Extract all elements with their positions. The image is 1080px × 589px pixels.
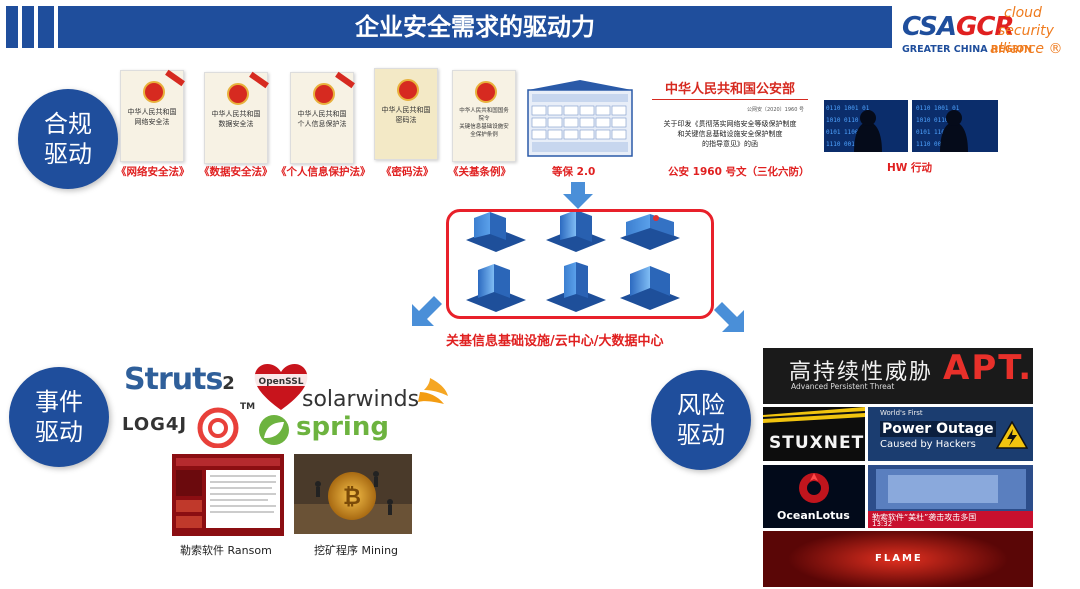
logo-cloud: cloud: [1004, 5, 1042, 21]
apt-title: 高持续性威胁: [789, 360, 934, 385]
law-book-datasecurity: 中华人民共和国 数据安全法: [204, 71, 269, 164]
risk-driver-circle: 风险 驱动: [651, 370, 751, 470]
power-outage-panel: World's First Power Outage Caused by Hac…: [868, 407, 1033, 461]
oceanlotus-title: OceanLotus: [777, 509, 850, 522]
power-title: Power Outage: [880, 421, 996, 437]
apt-big: APT.: [943, 348, 1033, 388]
center-label: 关基信息基础设施/云中心/大数据中心: [446, 334, 664, 349]
down-arrow: [563, 182, 593, 209]
mining-image: ₿: [294, 454, 412, 534]
logo-sub-prefix: GREATER CHINA: [902, 44, 991, 55]
flame-title: FLAME: [875, 553, 923, 564]
news-panel: 勒索软件“美杜”袭击攻击多国 13:32: [868, 465, 1033, 528]
oceanlotus-panel: OceanLotus: [763, 465, 865, 528]
svg-text:0101 1100 01: 0101 1100 01: [916, 129, 960, 136]
gongan-label: 公安 1960 号文（三化六防）: [668, 166, 810, 178]
arrow-from-right: [714, 302, 744, 332]
law-book-cii: 中华人民共和国国务院令 关键信息基础设施安全保护条例: [452, 70, 516, 162]
apt-panel: 高持续性威胁 APT. Advanced Persistent Threat: [763, 348, 1033, 404]
ransomware-screenshot: [172, 454, 284, 536]
law-book-cybersecurity: 中华人民共和国 网络安全法: [120, 69, 185, 162]
law-book-pipl: 中华人民共和国 个人信息保护法: [290, 71, 355, 164]
struts-logo: Struts2: [124, 362, 235, 397]
log4j-feather-icon: [197, 407, 239, 448]
svg-text:1110 0011 01: 1110 0011 01: [826, 141, 870, 148]
svg-text:1010 0110 10: 1010 0110 10: [826, 117, 870, 124]
law-label-pipl: 《个人信息保护法》: [276, 166, 371, 178]
law-label-crypto: 《密码法》: [381, 166, 434, 178]
gongan-text: 关于印发《贯彻落实网络安全等级保护制度 和关键信息基础设施安全保护制度 的指导意…: [663, 120, 797, 148]
apt-sub: Advanced Persistent Threat: [791, 382, 895, 391]
header-accent-1: [6, 6, 18, 48]
gongan-document: 中华人民共和国公安部 公网安〔2020〕1960 号 关于印发《贯彻落实网络安全…: [648, 78, 812, 158]
spring-leaf-icon: [259, 415, 289, 445]
power-sub: Caused by Hackers: [880, 439, 976, 450]
dengbao-label: 等保 2.0: [552, 166, 596, 178]
trademark: TM: [240, 402, 256, 412]
news-time: 13:32: [872, 520, 893, 528]
svg-text:0101 1100 01: 0101 1100 01: [826, 129, 870, 136]
dengbao-diagram: [527, 80, 633, 157]
stuxnet-panel: STUXNET: [763, 407, 865, 461]
datacenter-buildings: [466, 212, 680, 312]
logo-csa: CSA: [902, 12, 957, 42]
spring-logo: spring: [296, 412, 389, 442]
log4j-logo: LOG4J: [122, 414, 188, 435]
law-label-datasecurity: 《数据安全法》: [199, 166, 273, 178]
svg-text:1010 0110 10: 1010 0110 10: [916, 117, 960, 124]
csa-gcr-logo: CSAGCR cloud security alliance ® GREATER C…: [896, 4, 1076, 60]
event-driver-circle: 事件 驱动: [9, 367, 109, 467]
oceanlotus-icon: [799, 473, 829, 503]
openssl-heartbleed-logo: OpenSSL: [254, 363, 308, 410]
news-ticker: 勒索软件“美杜”袭击攻击多国: [872, 513, 977, 522]
header-accent-2: [22, 6, 34, 48]
power-top: World's First: [880, 409, 923, 417]
cii-datacenter-box: [446, 209, 714, 319]
ransom-caption: 勒索软件 Ransom: [180, 544, 272, 557]
logo-gcr: GCR: [956, 12, 1014, 42]
logo-security: security: [998, 23, 1054, 39]
mining-caption: 挖矿程序 Mining: [314, 544, 399, 557]
law-label-cybersecurity: 《网络安全法》: [116, 166, 190, 178]
gongan-docno: 公网安〔2020〕1960 号: [746, 107, 804, 113]
logo-alliance: alliance ®: [990, 41, 1063, 57]
svg-text:0110 1001 01: 0110 1001 01: [916, 105, 960, 112]
header-accent-3: [38, 6, 54, 48]
stuxnet-title: STUXNET: [769, 433, 865, 453]
svg-text:1110 0011 01: 1110 0011 01: [916, 141, 960, 148]
law-book-crypto: 中华人民共和国 密码法: [374, 68, 438, 160]
gongan-title: 中华人民共和国公安部: [664, 82, 795, 97]
flame-panel: FLAME: [763, 531, 1033, 587]
svg-text:OpenSSL: OpenSSL: [259, 377, 304, 387]
svg-text:0110 1001 01: 0110 1001 01: [826, 105, 870, 112]
high-voltage-icon: [996, 421, 1028, 449]
arrow-from-left: [412, 296, 442, 326]
hw-hacker-images: 0110 1001 01 1010 0110 10 0101 1100 01 1110…: [824, 100, 998, 152]
hw-label: HW 行动: [887, 162, 933, 174]
compliance-driver-circle: 合规 驱动: [18, 89, 118, 189]
law-label-cii: 《关基条例》: [448, 166, 511, 178]
solarwinds-logo: solarwinds: [302, 378, 448, 410]
page-title: 企业安全需求的驱动力: [58, 6, 892, 48]
svg-text:₿: ₿: [343, 485, 361, 510]
logo-sub-suffix: REGION: [990, 44, 1033, 55]
svg-text:solarwinds: solarwinds: [302, 387, 419, 410]
